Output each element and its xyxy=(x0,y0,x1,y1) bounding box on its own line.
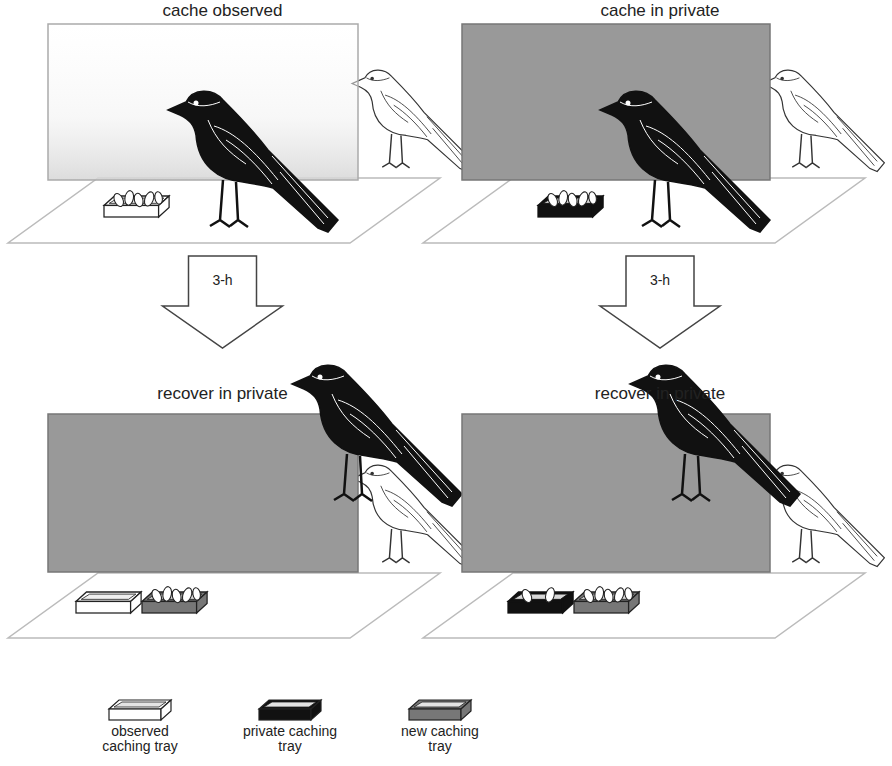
opaque-screen xyxy=(462,24,770,180)
observer-bird xyxy=(762,70,884,171)
panel-illustration xyxy=(423,24,884,243)
block-arrow xyxy=(600,256,720,348)
recovering-bird xyxy=(292,365,462,506)
observer-bird xyxy=(352,70,474,171)
legend-entry: new caching tray xyxy=(385,698,495,753)
block-arrow xyxy=(163,256,283,348)
opaque-screen xyxy=(48,414,358,572)
floor xyxy=(423,178,865,243)
panel: cache in private xyxy=(445,0,875,248)
legend-entry: observed caching tray xyxy=(85,698,195,753)
panel-illustration xyxy=(8,24,474,243)
legend-label: private caching tray xyxy=(242,724,338,753)
panel: recover in private xyxy=(445,383,875,643)
panel-illustration xyxy=(8,365,474,638)
tray xyxy=(508,592,573,613)
seeds xyxy=(582,586,633,604)
caching-bird xyxy=(600,91,770,232)
panel-heading: recover in private xyxy=(153,383,291,406)
panel: cache observed xyxy=(10,0,435,248)
tray-swatch xyxy=(257,698,323,722)
panel-heading: recover in private xyxy=(591,383,729,406)
floor xyxy=(8,573,440,638)
tray-swatch xyxy=(107,698,173,722)
seeds xyxy=(546,190,597,208)
tray xyxy=(76,592,141,613)
panel-heading: cache observed xyxy=(158,0,286,23)
legend-entry: private caching tray xyxy=(235,698,345,753)
legend-label: new caching tray xyxy=(392,724,488,753)
interval-label: 3-h xyxy=(209,272,235,289)
seeds xyxy=(112,190,163,208)
legend-label: observed caching tray xyxy=(92,724,188,753)
floor xyxy=(8,178,440,243)
floor xyxy=(423,573,865,638)
interval-label: 3-h xyxy=(647,272,673,289)
panel-illustration xyxy=(423,365,884,638)
seeds xyxy=(150,586,201,604)
observer-bird xyxy=(352,465,474,566)
caching-bird xyxy=(168,91,338,232)
panel-heading: cache in private xyxy=(596,0,723,23)
tray-swatch xyxy=(407,698,473,722)
panel: recover in private xyxy=(10,383,435,643)
seeds xyxy=(520,587,556,604)
